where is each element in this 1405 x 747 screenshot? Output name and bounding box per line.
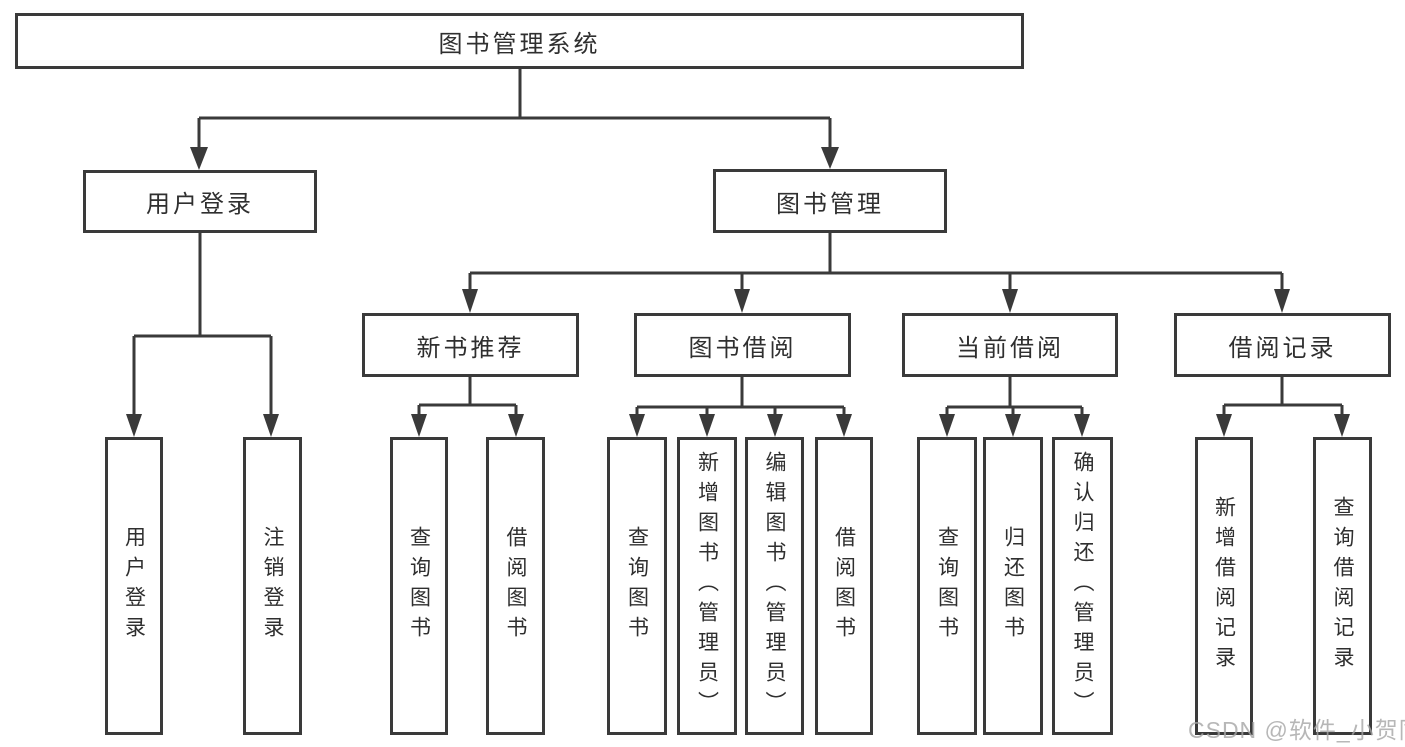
leaf-confirm-return-admin-label: 确认归还（管理员） [1071,451,1094,721]
leaf-return-books-label: 归还图书 [1001,526,1025,646]
leaf-user-login: 用户登录 [105,437,163,735]
node-current-borrowing: 当前借阅 [902,313,1118,377]
node-library-management-system: 图书管理系统 [15,13,1024,69]
arrow-down-icon [734,289,750,313]
arrow-down-icon [767,414,783,437]
arrow-down-icon [126,414,142,437]
leaf-borrow-books-1-label: 借阅图书 [504,526,527,646]
csdn-watermark: CSDN @软件_小贺同学 [1188,717,1405,743]
arrow-down-icon [190,147,208,170]
arrow-down-icon [821,147,839,169]
leaf-query-borrow-record: 查询借阅记录 [1313,437,1372,735]
arrow-down-icon [629,414,645,437]
arrow-down-icon [263,414,279,437]
leaf-borrow-books-1: 借阅图书 [486,437,545,735]
arrow-down-icon [1334,414,1350,437]
leaf-query-books-1-label: 查询图书 [407,526,431,646]
leaf-user-login-label: 用户登录 [122,526,146,646]
arrow-down-icon [1216,414,1232,437]
arrow-down-icon [1002,289,1018,313]
arrow-down-icon [1005,414,1021,437]
leaf-add-books-admin-label: 新增图书（管理员） [695,451,719,721]
arrow-down-icon [939,414,955,437]
leaf-add-borrow-record: 新增借阅记录 [1195,437,1253,735]
node-book-borrowing: 图书借阅 [634,313,851,377]
arrow-down-icon [1074,414,1090,437]
leaf-borrow-books-2-label: 借阅图书 [832,526,856,646]
leaf-edit-books-admin-label: 编辑图书（管理员） [763,451,786,721]
leaf-query-books-3-label: 查询图书 [935,526,959,646]
leaf-return-books: 归还图书 [983,437,1043,735]
leaf-borrow-books-2: 借阅图书 [815,437,873,735]
arrow-down-icon [411,414,427,437]
leaf-confirm-return-admin: 确认归还（管理员） [1052,437,1113,735]
leaf-logout-label: 注销登录 [261,526,284,646]
leaf-query-books-2-label: 查询图书 [625,526,649,646]
leaf-query-borrow-record-label: 查询借阅记录 [1331,496,1354,676]
leaf-add-borrow-record-label: 新增借阅记录 [1212,496,1236,676]
node-user-login: 用户登录 [83,170,317,233]
node-new-book-recommendation: 新书推荐 [362,313,579,377]
leaf-query-books-1: 查询图书 [390,437,448,735]
arrow-down-icon [462,289,478,313]
leaf-add-books-admin: 新增图书（管理员） [677,437,737,735]
arrow-down-icon [699,414,715,437]
leaf-edit-books-admin: 编辑图书（管理员） [745,437,804,735]
node-book-management: 图书管理 [713,169,947,233]
node-borrowing-records: 借阅记录 [1174,313,1391,377]
leaf-query-books-3: 查询图书 [917,437,977,735]
arrow-down-icon [836,414,852,437]
leaf-query-books-2: 查询图书 [607,437,667,735]
arrow-down-icon [1274,289,1290,313]
arrow-down-icon [508,414,524,437]
leaf-logout: 注销登录 [243,437,302,735]
